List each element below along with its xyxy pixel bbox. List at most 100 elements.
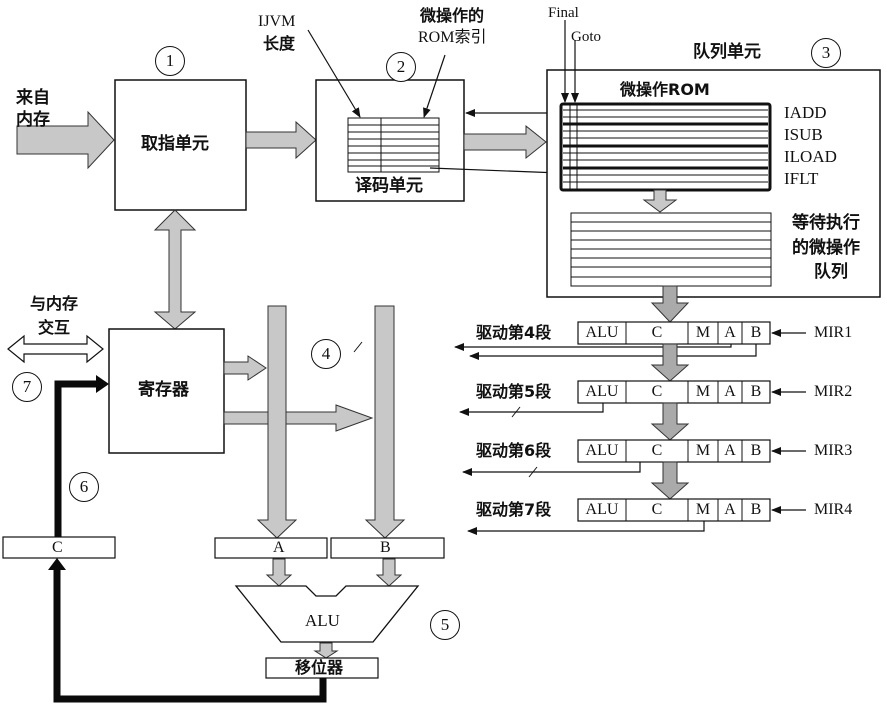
mir-register-1 xyxy=(321,321,806,382)
fetch-unit-label: 取指单元 xyxy=(141,134,209,154)
alu-label: ALU xyxy=(305,611,340,630)
mir-name-label: MIR4 xyxy=(814,501,853,518)
drive-signal-line xyxy=(454,343,732,351)
mir-shift-arrow xyxy=(650,461,690,500)
pending-queue-label-3: 队列 xyxy=(814,262,848,282)
mir-field-m: M xyxy=(695,324,711,341)
unit-number-5: 5 xyxy=(430,610,460,640)
micro-op-rom xyxy=(559,102,772,192)
queue-unit-label: 队列单元 xyxy=(693,42,761,62)
rom-index-pointer xyxy=(423,54,446,118)
rom-index-label-2: ROM索引 xyxy=(418,29,487,46)
mir-field-c: C xyxy=(651,383,663,400)
decode-unit-label: 译码单元 xyxy=(355,176,423,196)
rom-to-queue-arrow xyxy=(642,189,678,213)
mir-field-b: B xyxy=(750,442,762,459)
latch-a-box xyxy=(214,537,328,559)
micro-op-rom-label: 微操作ROM xyxy=(620,80,710,99)
registers-box xyxy=(108,328,225,454)
mir-shift-arrow xyxy=(650,402,690,441)
memory-interaction-label-1: 与内存 xyxy=(30,294,79,313)
mir-name-label: MIR2 xyxy=(814,383,853,400)
shifter-label: 移位器 xyxy=(295,658,344,677)
rom-index-label-1: 微操作的 xyxy=(420,6,485,25)
mir-field-a: A xyxy=(724,442,736,459)
drive-stage-label: 驱动第7段 xyxy=(476,500,552,519)
c-to-registers-path xyxy=(54,380,96,537)
queue-to-mir1-arrow xyxy=(650,285,690,323)
mir-shift-arrow xyxy=(650,343,690,382)
pending-queue-label-2: 的微操作 xyxy=(792,238,860,258)
mir-field-b: B xyxy=(750,501,762,518)
mir-field-m: M xyxy=(695,383,711,400)
latch-b-label: B xyxy=(380,539,391,556)
mir-field-a: A xyxy=(724,383,736,400)
mir-rows xyxy=(321,321,806,535)
drive-stage-label: 驱动第4段 xyxy=(476,323,552,342)
mir-register-4 xyxy=(467,498,806,535)
ijvm-length-pointer xyxy=(307,29,361,118)
mir-field-a: A xyxy=(724,324,736,341)
fetch-unit-box xyxy=(114,79,247,211)
a-bus xyxy=(256,305,298,539)
decode-table xyxy=(347,117,440,173)
mir-field-c: C xyxy=(651,324,663,341)
mir-field-alu: ALU xyxy=(585,442,619,459)
mir-field-alu: ALU xyxy=(585,501,619,518)
mir-field-c: C xyxy=(651,442,663,459)
drive-signal-line xyxy=(462,462,641,476)
drive-signal-line xyxy=(469,344,757,360)
mir-field-b: B xyxy=(750,383,762,400)
ijvm-length-label-2: 长度 xyxy=(263,34,296,53)
memory-input-arrow xyxy=(16,110,115,170)
latch-a-label: A xyxy=(273,539,285,556)
fetch-to-decode-arrow xyxy=(245,120,317,160)
memory-interaction-arrow xyxy=(7,334,104,364)
c-to-registers-arrowhead xyxy=(96,375,109,393)
bus-width-slash xyxy=(353,341,363,353)
drive-signal-line xyxy=(467,521,705,535)
mir-register-3 xyxy=(462,439,806,500)
memory-input-label-2: 内存 xyxy=(16,110,50,130)
final-label: Final xyxy=(548,5,579,21)
b-to-alu-arrow xyxy=(375,558,403,587)
memory-input-label-1: 来自 xyxy=(16,88,50,108)
unit-number-6: 6 xyxy=(69,472,99,502)
unit-number-4: 4 xyxy=(311,339,341,369)
b-bus xyxy=(364,305,406,539)
writeback-path xyxy=(53,568,327,703)
drive-stage-label: 驱动第6段 xyxy=(476,441,552,460)
mir-field-c: C xyxy=(651,501,663,518)
rom-entry-iload: ILOAD xyxy=(784,147,837,166)
mir-name-label: MIR3 xyxy=(814,442,853,459)
pending-microop-queue xyxy=(570,212,772,287)
decode-to-queue-arrow xyxy=(463,124,547,160)
memory-interaction-label-2: 交互 xyxy=(38,318,71,337)
registers-to-b-bus-arrow xyxy=(223,404,374,432)
mir-register-2 xyxy=(459,380,806,441)
unit-number-7: 7 xyxy=(12,372,42,402)
alu-shape xyxy=(234,585,420,643)
unit-number-2: 2 xyxy=(386,52,416,82)
mir-field-b: B xyxy=(750,324,762,341)
alu-to-shifter-arrow xyxy=(313,642,339,659)
mir-field-alu: ALU xyxy=(585,383,619,400)
bus-width-slash xyxy=(511,406,521,418)
latch-b-box xyxy=(330,537,445,559)
mir-name-label: MIR1 xyxy=(814,324,853,341)
unit-number-1: 1 xyxy=(155,46,185,76)
mir-field-m: M xyxy=(695,501,711,518)
fetch-registers-arrow xyxy=(153,209,197,330)
mir-field-a: A xyxy=(724,501,736,518)
ijvm-length-label-1: IJVM xyxy=(258,13,296,30)
drive-stage-label: 驱动第5段 xyxy=(476,382,552,401)
mir-field-m: M xyxy=(695,442,711,459)
rom-entry-iflt: IFLT xyxy=(784,169,819,188)
decode-to-rom-pointer xyxy=(429,167,561,177)
a-to-alu-arrow xyxy=(265,558,293,587)
goto-label: Goto xyxy=(571,29,601,45)
pending-queue-label-1: 等待执行 xyxy=(792,213,860,233)
bus-width-slash xyxy=(528,466,538,478)
